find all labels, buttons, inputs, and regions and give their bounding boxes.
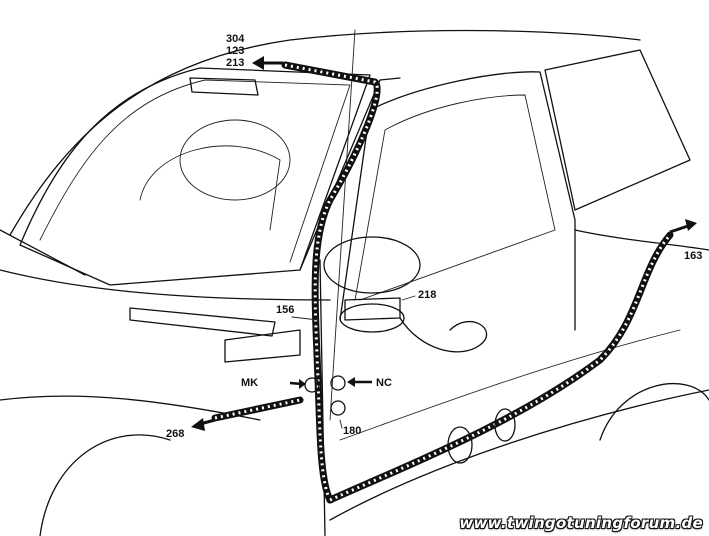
- handbrake-lever: [129, 307, 276, 337]
- harness-loop-2: [494, 408, 516, 442]
- harness-loop-1: [447, 426, 473, 464]
- arrow-nc-icon: [347, 377, 372, 387]
- floor-harness-pattern: [329, 234, 672, 502]
- label-268: 268: [166, 428, 185, 440]
- arrow-front-icon: [191, 418, 216, 431]
- label-nc: NC: [376, 377, 392, 389]
- roof-harness-pattern: [284, 63, 379, 501]
- fuel-sender-body: [344, 297, 401, 321]
- floor-harness: [326, 231, 674, 504]
- hood-line: [0, 269, 331, 301]
- handbrake-base: [224, 329, 301, 363]
- arrow-mk-icon: [289, 379, 306, 389]
- label-mk: MK: [241, 377, 259, 389]
- grommet-nc: [330, 375, 346, 391]
- grommet-180: [330, 400, 346, 416]
- windshield-frame: [19, 67, 371, 286]
- label-123: 123: [226, 45, 245, 57]
- label-163: 163: [684, 250, 703, 262]
- rear-body-line: [574, 229, 709, 251]
- label-304: 304: [226, 33, 245, 45]
- leader-156: [291, 316, 319, 321]
- cable-guide-line: [329, 29, 356, 421]
- front-wheel-arch: [39, 434, 171, 536]
- wiper-blade: [0, 229, 86, 276]
- grommet-mk: [304, 377, 320, 393]
- door-sill: [329, 389, 709, 521]
- roof-line: [9, 29, 641, 236]
- watermark-text: www.twingotuningforum.de: [459, 514, 703, 532]
- label-180: 180: [343, 425, 362, 437]
- arrow-rear-icon: [669, 219, 697, 234]
- rear-view-mirror: [189, 77, 259, 96]
- roof-harness: [281, 61, 381, 504]
- sender-loop: [399, 317, 488, 353]
- rear-quarter-window: [544, 49, 691, 211]
- leader-180: [339, 419, 343, 429]
- arrow-top-icon: [252, 56, 283, 70]
- door-frame: [339, 71, 576, 331]
- door-window: [354, 94, 556, 301]
- windshield-inner: [39, 79, 351, 263]
- rear-wheel-arch: [599, 382, 709, 441]
- label-213: 213: [226, 57, 245, 69]
- leader-218: [401, 295, 416, 301]
- label-156: 156: [276, 304, 295, 316]
- side-mirror: [323, 236, 421, 294]
- steering-wheel: [179, 119, 291, 201]
- label-218: 218: [418, 289, 437, 301]
- fuel-sender-unit: [339, 303, 405, 333]
- seat-back-left: [139, 145, 281, 231]
- floor-line: [339, 329, 681, 441]
- front-harness-pattern: [214, 398, 301, 420]
